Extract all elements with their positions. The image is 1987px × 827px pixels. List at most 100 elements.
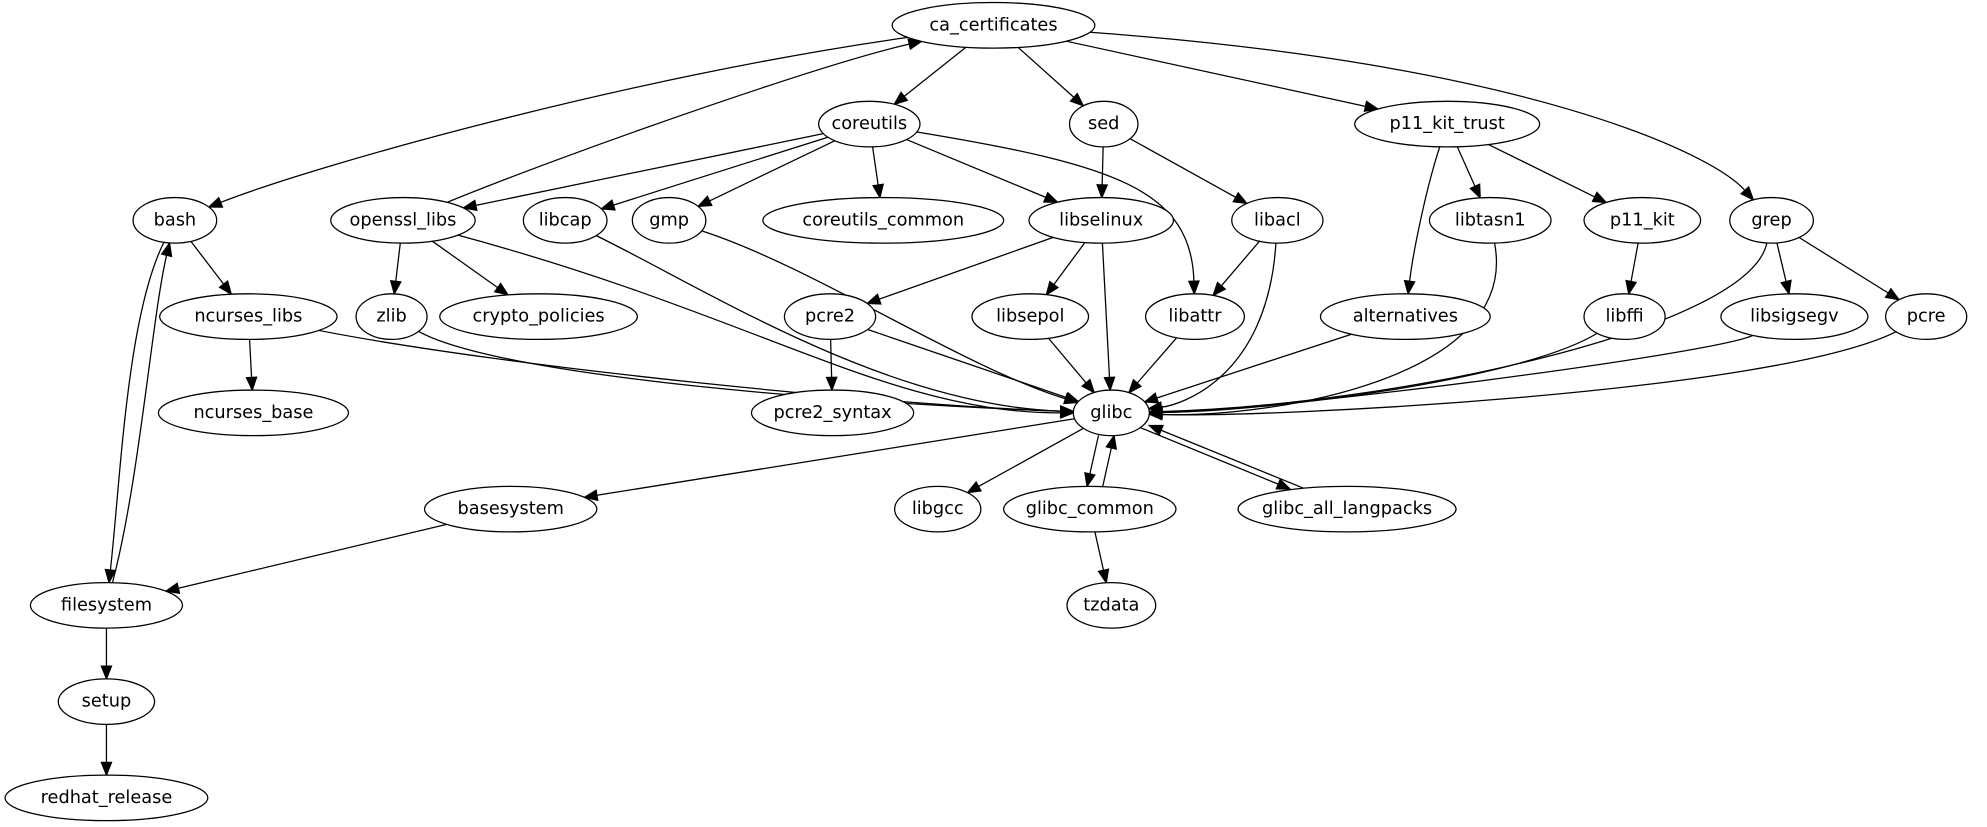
node-shape[interactable] xyxy=(132,196,218,244)
arrowhead-icon xyxy=(872,183,884,200)
node-libselinux[interactable]: libselinux xyxy=(1028,196,1175,244)
node-crypto_policies[interactable]: crypto_policies xyxy=(439,293,639,341)
node-label: tzdata xyxy=(1083,595,1139,615)
node-tzdata[interactable]: tzdata xyxy=(1066,581,1157,629)
node-shape[interactable] xyxy=(971,293,1090,341)
node-shape[interactable] xyxy=(439,293,639,341)
node-shape[interactable] xyxy=(522,196,608,244)
node-shape[interactable] xyxy=(355,293,428,341)
node-shape[interactable] xyxy=(159,293,338,341)
node-shape[interactable] xyxy=(1354,100,1541,148)
node-shape[interactable] xyxy=(631,196,707,244)
node-redhat_release[interactable]: redhat_release xyxy=(4,774,209,822)
node-glibc_common[interactable]: glibc_common xyxy=(1003,485,1177,533)
node-shape[interactable] xyxy=(330,196,476,244)
edge-line xyxy=(248,339,253,378)
node-shape[interactable] xyxy=(1720,293,1869,341)
edge-ncurses_libs-to-ncurses_base xyxy=(245,339,258,392)
node-libgcc[interactable]: libgcc xyxy=(894,485,982,533)
node-shape[interactable] xyxy=(1003,485,1177,533)
edge-line xyxy=(431,240,499,289)
edge-p11_kit-to-libffi xyxy=(1625,242,1639,296)
arrowhead-icon xyxy=(218,280,233,296)
node-glibc[interactable]: glibc xyxy=(1072,389,1151,437)
node-shape[interactable] xyxy=(1319,293,1491,341)
node-gmp[interactable]: gmp xyxy=(631,196,707,244)
node-openssl_libs[interactable]: openssl_libs xyxy=(330,196,476,244)
edge-glibc-to-libgcc xyxy=(965,427,1084,494)
arrowhead-icon xyxy=(1042,191,1060,203)
node-filesystem[interactable]: filesystem xyxy=(29,581,184,629)
node-label: grep xyxy=(1751,210,1791,230)
node-coreutils_common[interactable]: coreutils_common xyxy=(762,196,1005,244)
node-p11_kit[interactable]: p11_kit xyxy=(1583,196,1702,244)
node-label: zlib xyxy=(376,307,406,327)
node-shape[interactable] xyxy=(1068,100,1139,148)
node-shape[interactable] xyxy=(1729,196,1815,244)
node-shape[interactable] xyxy=(29,581,184,629)
node-grep[interactable]: grep xyxy=(1729,196,1815,244)
node-libsigsegv[interactable]: libsigsegv xyxy=(1720,293,1869,341)
node-ca_certificates[interactable]: ca_certificates xyxy=(891,1,1096,49)
node-pcre2[interactable]: pcre2 xyxy=(783,293,877,341)
arrowhead-icon xyxy=(1084,472,1096,489)
node-shape[interactable] xyxy=(57,678,156,726)
node-bash[interactable]: bash xyxy=(132,196,218,244)
edge-ncurses_libs-to-glibc xyxy=(318,329,1076,418)
edge-line xyxy=(1017,46,1075,98)
node-shape[interactable] xyxy=(1428,196,1552,244)
node-shape[interactable] xyxy=(891,1,1096,49)
node-shape[interactable] xyxy=(4,774,209,822)
edge-line xyxy=(978,427,1084,488)
node-coreutils[interactable]: coreutils xyxy=(817,100,921,148)
node-p11_kit_trust[interactable]: p11_kit_trust xyxy=(1354,100,1541,148)
node-libsepol[interactable]: libsepol xyxy=(971,293,1090,341)
edge-sed-to-libselinux xyxy=(1096,146,1109,200)
node-shape[interactable] xyxy=(894,485,982,533)
node-shape[interactable] xyxy=(1583,196,1702,244)
arrowhead-icon xyxy=(1063,391,1080,403)
node-ncurses_libs[interactable]: ncurses_libs xyxy=(159,293,338,341)
node-pcre2_syntax[interactable]: pcre2_syntax xyxy=(750,389,915,437)
edge-coreutils-to-openssl_libs xyxy=(461,133,824,212)
node-label: glibc_all_langpacks xyxy=(1262,499,1432,519)
node-shape[interactable] xyxy=(817,100,921,148)
node-shape[interactable] xyxy=(157,389,350,437)
edge-line xyxy=(595,235,1061,412)
node-glibc_all_langpacks[interactable]: glibc_all_langpacks xyxy=(1237,485,1457,533)
node-sed[interactable]: sed xyxy=(1068,100,1139,148)
arrowhead-icon xyxy=(892,91,909,106)
node-alternatives[interactable]: alternatives xyxy=(1319,293,1491,341)
node-basesystem[interactable]: basesystem xyxy=(423,485,598,533)
arrowhead-icon xyxy=(1059,405,1076,418)
node-shape[interactable] xyxy=(1231,196,1324,244)
node-libacl[interactable]: libacl xyxy=(1231,196,1324,244)
node-shape[interactable] xyxy=(750,389,915,437)
node-libcap[interactable]: libcap xyxy=(522,196,608,244)
node-ncurses_base[interactable]: ncurses_base xyxy=(157,389,350,437)
node-shape[interactable] xyxy=(1884,293,1968,341)
node-libtasn1[interactable]: libtasn1 xyxy=(1428,196,1552,244)
node-label: libgcc xyxy=(912,499,964,519)
node-shape[interactable] xyxy=(783,293,877,341)
arrowhead-icon xyxy=(599,199,616,211)
arrowhead-icon xyxy=(104,568,117,585)
edge-openssl_libs-to-crypto_policies xyxy=(431,240,510,296)
edge-libffi-to-glibc xyxy=(1147,332,1598,419)
node-shape[interactable] xyxy=(1144,293,1246,341)
node-shape[interactable] xyxy=(1072,389,1151,437)
node-pcre[interactable]: pcre xyxy=(1884,293,1968,341)
node-shape[interactable] xyxy=(1028,196,1175,244)
node-shape[interactable] xyxy=(1237,485,1457,533)
node-label: glibc_common xyxy=(1026,499,1154,519)
edge-ca_certificates-to-grep xyxy=(1089,31,1755,202)
node-zlib[interactable]: zlib xyxy=(355,293,428,341)
node-libattr[interactable]: libattr xyxy=(1144,293,1246,341)
edge-line xyxy=(903,46,967,97)
node-shape[interactable] xyxy=(423,485,598,533)
node-shape[interactable] xyxy=(762,196,1005,244)
node-shape[interactable] xyxy=(1066,581,1157,629)
node-shape[interactable] xyxy=(1583,293,1666,341)
node-libffi[interactable]: libffi xyxy=(1583,293,1666,341)
node-setup[interactable]: setup xyxy=(57,678,156,726)
